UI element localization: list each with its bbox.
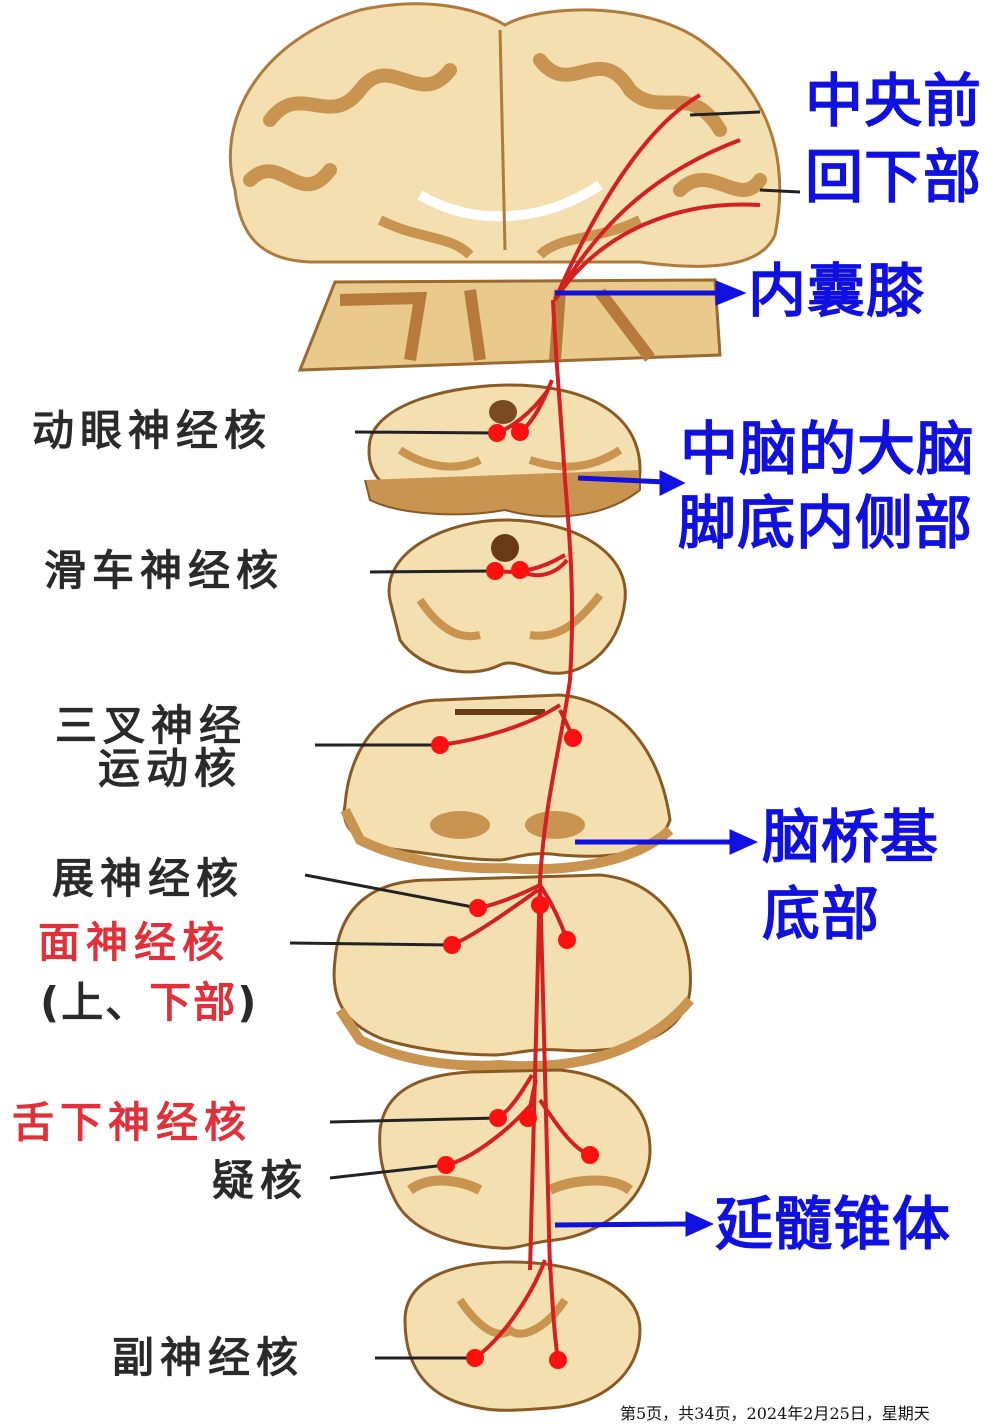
arrow-head-genu xyxy=(718,284,740,302)
hypoglossal-nucleus-dot xyxy=(489,1109,507,1127)
label-abducens: 展神经核 xyxy=(52,858,244,900)
abducens-nucleus-dot xyxy=(531,896,549,914)
facial-nucleus-dot xyxy=(443,936,461,954)
label-pons-line1: 脑桥基 xyxy=(762,808,939,866)
accessory-nucleus-dot xyxy=(549,1351,567,1369)
trochlear-nucleus-dot xyxy=(511,561,529,579)
midbrain-slice-upper xyxy=(365,385,640,517)
oculomotor-nucleus-dot xyxy=(488,424,506,442)
spinal-cord-slice xyxy=(405,1262,640,1410)
label-midbrain-line1: 中脑的大脑 xyxy=(680,420,975,478)
page-footer: 第5页，共34页，2024年2月25日，星期天 xyxy=(620,1400,930,1424)
label-oculomotor: 动眼神经核 xyxy=(32,410,272,452)
label-accessory: 副神经核 xyxy=(112,1337,304,1379)
label-ambiguus: 疑核 xyxy=(212,1160,308,1202)
trochlear-nucleus-dot xyxy=(486,562,504,580)
label-trochlear: 滑车神经核 xyxy=(44,550,284,592)
arrow-head-medulla xyxy=(688,1215,708,1233)
nucleus-ambiguus-dot xyxy=(581,1146,599,1164)
label-trigeminal-line2: 运动核 xyxy=(98,748,242,790)
label-trigeminal-line1: 三叉神经 xyxy=(55,705,247,747)
midbrain-slice-lower xyxy=(389,520,625,673)
oculomotor-nucleus-dot xyxy=(511,423,529,441)
label-precentral-line1: 中央前 xyxy=(805,72,982,130)
label-facial: 面神经核 xyxy=(38,922,230,964)
facial-nucleus-dot xyxy=(558,931,576,949)
label-genu: 内囊膝 xyxy=(748,262,925,320)
arrow-head-pons xyxy=(732,833,752,851)
brain-coronal-section xyxy=(230,4,779,267)
label-pons-line2: 底部 xyxy=(762,885,880,943)
label-hypoglossal: 舌下神经核 xyxy=(12,1102,252,1144)
abducens-nucleus-dot xyxy=(469,899,487,917)
trigeminal-motor-nucleus-dot xyxy=(431,736,449,754)
pons-slice-lower xyxy=(334,875,690,1066)
medulla-slice xyxy=(380,1070,650,1248)
label-facial-subtitle: (上、下部) xyxy=(40,982,258,1024)
label-midbrain-line2: 脚底内侧部 xyxy=(678,494,973,552)
nucleus-ambiguus-dot xyxy=(437,1156,455,1174)
label-medulla: 延髓锥体 xyxy=(715,1195,951,1253)
trigeminal-motor-nucleus-dot xyxy=(564,729,582,747)
label-precentral-line2: 回下部 xyxy=(805,148,982,206)
hypoglossal-nucleus-dot xyxy=(519,1109,537,1127)
accessory-nucleus-dot xyxy=(466,1349,484,1367)
